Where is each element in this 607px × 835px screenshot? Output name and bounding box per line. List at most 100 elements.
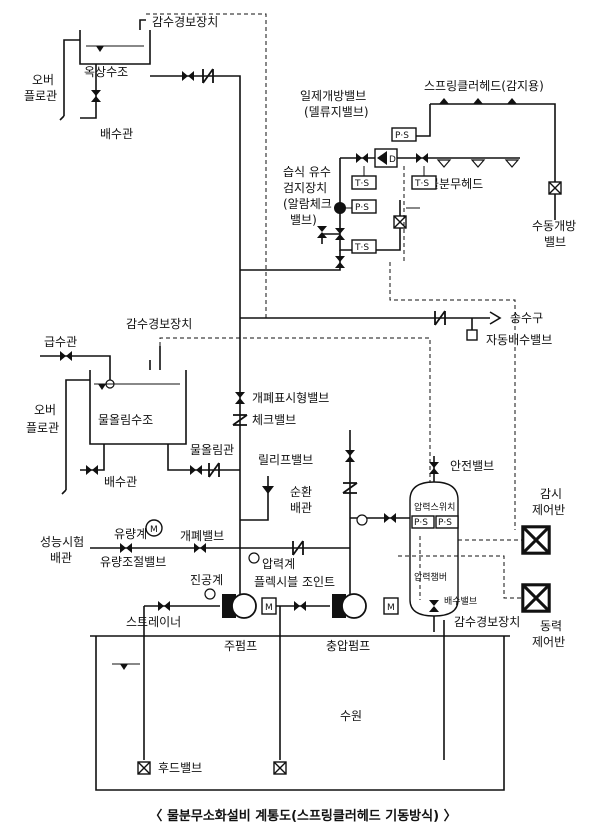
auto-drain-valve[interactable]	[466, 329, 478, 341]
flowmeter-label: 유량계	[114, 527, 147, 541]
sprinkler-head-2	[473, 98, 483, 104]
flowmeter	[145, 519, 163, 537]
foot-valve-2	[273, 761, 287, 775]
gate-valve-label: 개폐밸브	[180, 529, 224, 543]
open-close-valve[interactable]	[235, 392, 245, 404]
ts-2-label: T·S	[414, 179, 429, 189]
chamber-valve[interactable]	[384, 513, 396, 523]
monitor-panel	[521, 525, 551, 555]
power-panel	[521, 583, 551, 613]
supply-valve[interactable]	[60, 351, 72, 361]
overflow-mid-label-1: 오버	[34, 403, 56, 417]
monitor-panel-label-2: 제어반	[532, 503, 565, 517]
overflow-top-label-2: 플로관	[24, 89, 57, 103]
ps-1	[411, 515, 435, 529]
deluge-valve-label-1: 일제개방밸브	[300, 89, 366, 103]
supply-pipe-label: 급수관	[44, 335, 77, 349]
deluge-d-label: D	[389, 155, 396, 165]
roof-tank-label: 옥상수조	[84, 65, 128, 79]
roof-gate-valve[interactable]	[182, 71, 194, 81]
manual-valve[interactable]	[548, 181, 562, 195]
ps-2	[435, 515, 459, 529]
vacuum-gauge-label: 진공계	[190, 573, 223, 587]
manual-valve-label-1: 수동개방	[532, 219, 576, 233]
ps-2-label: P·S	[438, 518, 452, 528]
monitor-panel-label-1: 감시	[540, 487, 562, 501]
manual-valve-label-2: 밸브	[544, 235, 566, 249]
ts-3-label: T·S	[354, 243, 369, 253]
auto-drain-label: 자동배수밸브	[486, 333, 552, 347]
wet-alarm-label-3: (알람체크	[283, 197, 332, 211]
suction-valve-main[interactable]	[158, 601, 170, 611]
alarm-bottom-label: 감수경보장치	[454, 615, 520, 629]
priming-valve[interactable]	[190, 465, 202, 475]
spray-head-2	[471, 159, 485, 168]
jockey-pump-flange	[332, 594, 346, 618]
priming-tank-label: 물올림수조	[98, 413, 153, 427]
deluge-outlet-valve[interactable]	[416, 153, 428, 163]
overflow-top-label-1: 오버	[32, 73, 54, 87]
jockey-riser-valve[interactable]	[345, 450, 355, 462]
main-pump-label: 주펌프	[224, 639, 257, 653]
suction-valve-jockey[interactable]	[294, 601, 306, 611]
wet-alarm-label-4: 밸브)	[290, 213, 317, 227]
test-pipe-label-1: 성능시험	[40, 535, 84, 549]
water-source-label: 수원	[340, 709, 362, 723]
deluge-ps-label: P·S	[395, 131, 409, 141]
main-pump-flange	[222, 594, 236, 618]
roof-tank: 옥상수조	[79, 30, 151, 79]
wet-alarm-label-1: 습식 유수	[283, 165, 331, 179]
spray-head-1	[437, 159, 451, 168]
ps-1-label: P·S	[414, 518, 428, 528]
wet-drain-valve-2[interactable]	[317, 226, 327, 238]
open-close-valve-label: 개폐표시형밸브	[252, 391, 329, 405]
main-pump	[231, 593, 257, 619]
jockey-motor-m: M	[387, 603, 395, 613]
roof-drain-valve[interactable]	[91, 90, 101, 102]
priming-pipe-label: 물올림관	[190, 443, 234, 457]
pressure-switch-label: 압력스위치	[414, 501, 455, 513]
jockey-pump	[341, 593, 367, 619]
flowmeter-m: M	[150, 525, 158, 535]
power-panel-label-2: 제어반	[532, 635, 565, 649]
wet-ps-label: P·S	[355, 203, 369, 213]
water-spray-head-label: 물분무헤드	[428, 177, 483, 191]
alarm-mid-label: 감수경보장치	[126, 317, 192, 331]
power-panel-label-1: 동력	[540, 619, 562, 633]
sprinkler-head-3	[507, 98, 517, 104]
flex-joint-label: 플렉시블 조인트	[254, 575, 335, 589]
vacuum-gauge	[204, 588, 216, 600]
deluge-inlet-valve[interactable]	[356, 153, 368, 163]
overflow-mid-label-2: 플로관	[26, 421, 59, 435]
relief-valve-label: 릴리프밸브	[258, 453, 313, 467]
drain-mid-label: 배수관	[104, 475, 137, 489]
wet-main-valve[interactable]	[335, 256, 345, 268]
priming-tank: 물올림수조	[89, 370, 187, 445]
test-pipe-label-2: 배관	[50, 551, 72, 565]
circulation-label-1: 순환	[290, 485, 312, 499]
priming-drain-valve[interactable]	[86, 465, 98, 475]
check-valve-label: 체크밸브	[252, 413, 296, 427]
relief-valve[interactable]	[262, 486, 274, 494]
flow-ctrl-valve[interactable]	[120, 543, 132, 553]
ts-1-label: T·S	[354, 179, 369, 189]
sprinkler-head-1	[439, 98, 449, 104]
test-gate-valve[interactable]	[194, 543, 206, 553]
jockey-pump-motor	[383, 597, 399, 615]
spray-head-3	[505, 159, 519, 168]
sprinkler-head-label: 스프링클러헤드(감지용)	[424, 79, 544, 93]
flow-ctrl-valve-label: 유량조절밸브	[100, 555, 166, 569]
main-motor-m: M	[265, 603, 273, 613]
wet-ps	[351, 199, 377, 214]
circulation-label-2: 배관	[290, 501, 312, 515]
alarm-top-label: 감수경보장치	[152, 15, 218, 29]
drain-top-label: 배수관	[100, 127, 133, 141]
wet-alarm-label-2: 검지장치	[283, 181, 327, 195]
alarm-check-valve[interactable]	[334, 202, 346, 214]
deluge-valve-label-2: (델류지밸브)	[304, 105, 369, 119]
foot-valve-label: 후드밸브	[158, 761, 202, 775]
diagram-caption: 〈 물분무소화설비 계통도(스프링클러헤드 기동방식) 〉	[149, 808, 456, 824]
strainer-label: 스트레이너	[126, 615, 181, 629]
deluge-ps	[391, 127, 417, 142]
